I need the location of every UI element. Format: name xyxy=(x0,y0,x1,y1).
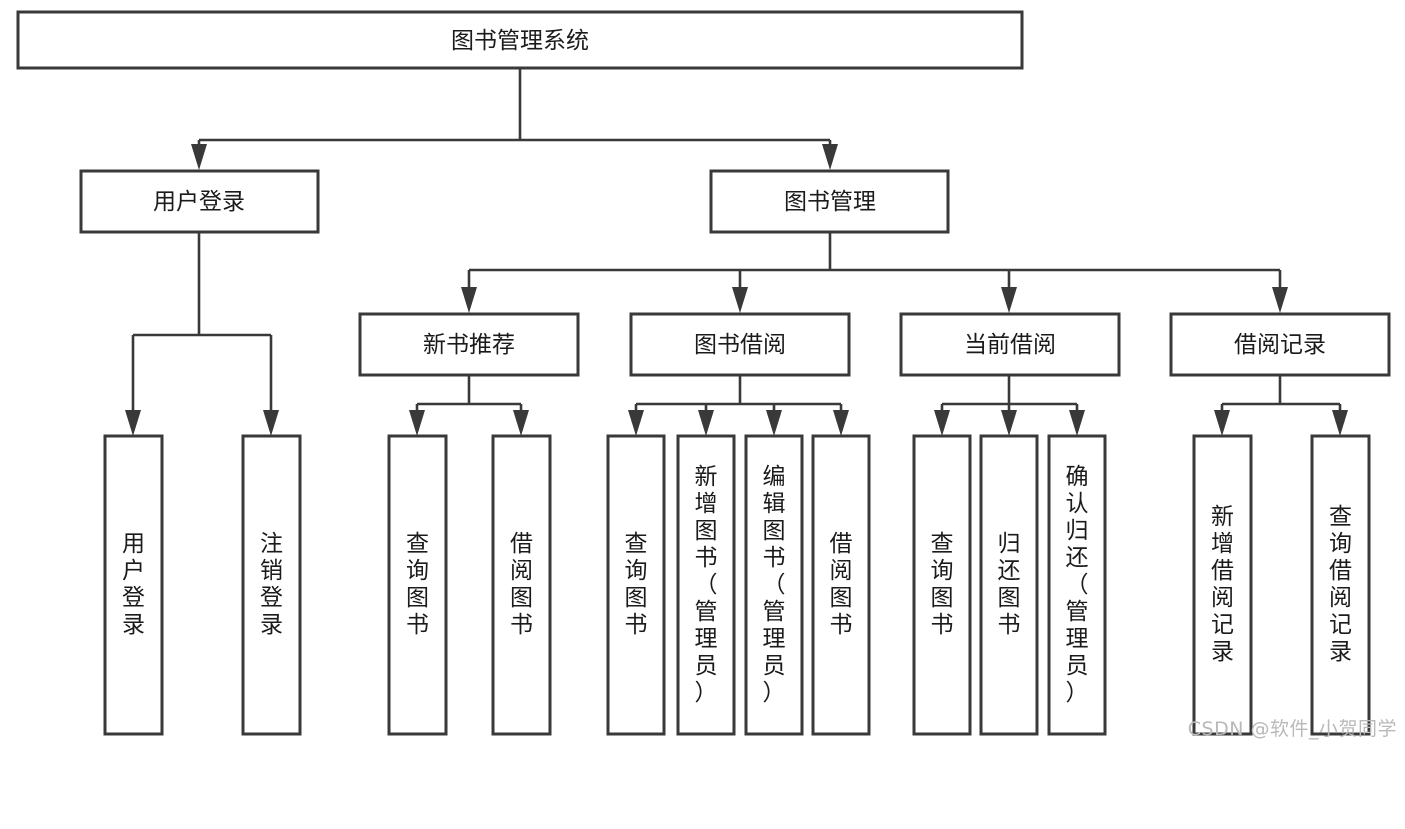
connector-borrowrecord-to-leaves xyxy=(1214,375,1348,436)
leaf-box-user-login-0[interactable] xyxy=(103,434,164,736)
leaf-box-user-login-1[interactable] xyxy=(241,434,302,736)
node-new-book-recommend-label: 新书推荐 xyxy=(423,332,515,358)
leaf-box-current-borrow-0[interactable] xyxy=(912,434,972,736)
leaf-box-book-borrow-3[interactable] xyxy=(811,434,871,736)
connector-currentborrow-to-leaves xyxy=(934,375,1085,436)
leaf-box-new-book-0[interactable] xyxy=(387,434,448,736)
diagram-canvas: 图书管理系统 用户登录 图书管理 新书推荐 图书借阅 当前借阅 借阅记录 xyxy=(16,10,1391,736)
node-root-label: 图书管理系统 xyxy=(451,28,589,54)
node-borrow-record[interactable]: 借阅记录 xyxy=(1169,312,1391,377)
node-current-borrow-label: 当前借阅 xyxy=(964,332,1056,358)
leaf-box-book-borrow-0[interactable] xyxy=(606,434,666,736)
leaf-box-current-borrow-2[interactable] xyxy=(1047,434,1107,736)
node-book-management-label: 图书管理 xyxy=(784,189,876,215)
leaf-box-current-borrow-1[interactable] xyxy=(979,434,1039,736)
node-user-login-label: 用户登录 xyxy=(153,189,245,215)
node-book-management[interactable]: 图书管理 xyxy=(709,169,950,234)
node-book-borrow[interactable]: 图书借阅 xyxy=(629,312,851,377)
connector-newbook-to-leaves xyxy=(409,375,529,436)
leaf-box-new-book-1[interactable] xyxy=(491,434,552,736)
watermark: CSDN @软件_小贺同学 xyxy=(1187,718,1397,740)
leaf-box-borrow-record-0[interactable] xyxy=(1192,434,1253,736)
node-borrow-record-label: 借阅记录 xyxy=(1234,332,1326,358)
connector-bookborrow-to-leaves xyxy=(628,375,849,436)
connector-bookmgmt-to-level3 xyxy=(461,232,1288,313)
node-user-login[interactable]: 用户登录 xyxy=(79,169,320,234)
leaf-box-book-borrow-1[interactable] xyxy=(676,434,736,736)
node-root[interactable]: 图书管理系统 xyxy=(16,10,1024,70)
connector-userlogin-to-leaves xyxy=(125,232,279,436)
node-new-book-recommend[interactable]: 新书推荐 xyxy=(358,312,580,377)
leaf-box-borrow-record-1[interactable] xyxy=(1310,434,1371,736)
node-book-borrow-label: 图书借阅 xyxy=(694,332,786,358)
tree-diagram: 图书管理系统 用户登录 图书管理 新书推荐 图书借阅 当前借阅 借阅记录 xyxy=(16,10,1397,740)
leaf-box-book-borrow-2[interactable] xyxy=(744,434,804,736)
node-current-borrow[interactable]: 当前借阅 xyxy=(899,312,1121,377)
connector-root-to-level2 xyxy=(191,68,838,170)
